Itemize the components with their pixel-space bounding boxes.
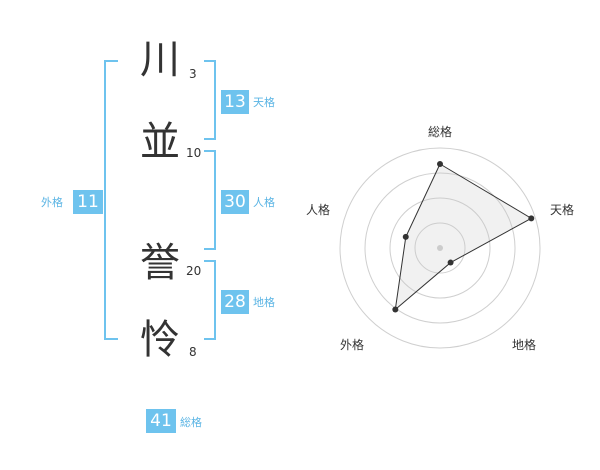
tenkaku-value-badge: 13: [221, 90, 249, 114]
name-char-1: 川: [140, 37, 180, 83]
radar-point-1: [437, 161, 443, 167]
tenkaku-bracket: [204, 60, 216, 140]
jinkaku-value-badge: 30: [221, 190, 249, 214]
chikaku-bracket: [204, 260, 216, 340]
radar-axis-label-gaikaku: 外格: [340, 338, 365, 352]
jinkaku-label: 人格: [253, 196, 275, 209]
radar-point-3: [447, 259, 454, 266]
radar-points: [392, 161, 535, 313]
name-char-3: 誉: [140, 240, 180, 286]
name-char-4: 怜: [140, 317, 180, 363]
radar-ring: [389, 197, 491, 299]
soukaku-value-badge: 41: [146, 409, 176, 433]
radar-rings: [339, 147, 541, 349]
soukaku-label: 総格: [180, 416, 202, 429]
stroke-count-1: 3: [189, 67, 197, 81]
radar-axis-label-jinkaku: 人格: [306, 203, 331, 217]
radar-center-dot: [437, 245, 443, 251]
chikaku-value-badge: 28: [221, 290, 249, 314]
stroke-count-4: 8: [189, 345, 197, 359]
radar-axis-label-soukaku: 総格: [428, 125, 453, 139]
radar-axis-label-tenkaku: 天格: [550, 203, 575, 217]
radar-ring: [414, 222, 466, 274]
gaikaku-label: 外格: [41, 196, 63, 209]
name-char-2: 並: [140, 119, 180, 165]
jinkaku-bracket: [204, 150, 216, 250]
radar-ring: [364, 172, 516, 324]
gaikaku-bracket: [104, 60, 118, 340]
radar-point-2: [528, 215, 535, 222]
radar-axis-label-chikaku: 地格: [512, 338, 537, 352]
radar-point-4: [392, 306, 399, 313]
radar-ring: [339, 147, 541, 349]
radar-chart: [339, 147, 541, 349]
gaikaku-value-badge: 11: [73, 190, 103, 214]
tenkaku-label: 天格: [253, 96, 275, 109]
radar-data-polygon: [394, 163, 533, 311]
chikaku-label: 地格: [253, 296, 275, 309]
stroke-count-3: 20: [186, 264, 202, 278]
radar-point-5: [402, 233, 409, 240]
stroke-count-2: 10: [186, 146, 202, 160]
